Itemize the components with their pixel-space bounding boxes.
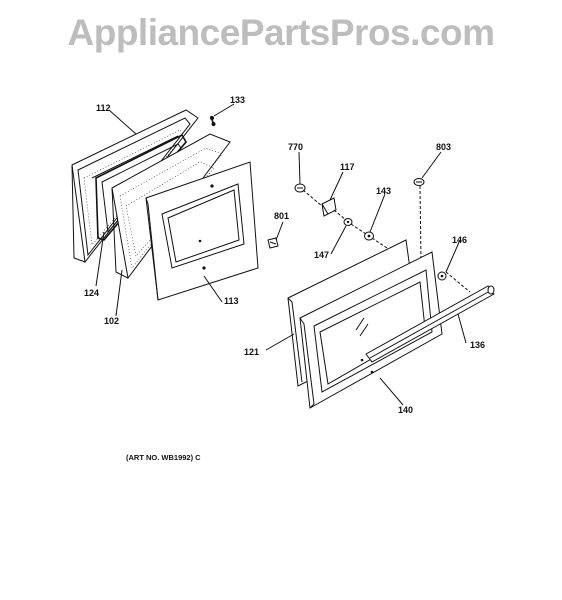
label-102: 102	[104, 316, 119, 326]
part-803-screw[interactable]	[413, 178, 425, 186]
label-113: 113	[224, 296, 239, 306]
leader-lines	[95, 103, 467, 406]
label-147: 147	[314, 250, 329, 260]
part-133-clip[interactable]	[210, 115, 216, 127]
part-113-inner-door-panel[interactable]	[145, 161, 259, 301]
part-143-washer[interactable]	[364, 231, 374, 241]
label-140: 140	[398, 405, 413, 415]
part-147-washer[interactable]	[343, 218, 353, 226]
label-124: 124	[84, 288, 99, 298]
watermark-text: AppliancePartsPros.com	[67, 12, 495, 53]
label-801: 801	[274, 211, 289, 221]
label-770: 770	[288, 142, 303, 152]
art-number-caption: (ART NO. WB1992) C	[126, 453, 201, 462]
label-136: 136	[470, 340, 485, 350]
label-117: 117	[340, 162, 355, 172]
label-803: 803	[436, 142, 451, 152]
label-121: 121	[244, 347, 259, 357]
label-146: 146	[452, 235, 467, 245]
label-143: 143	[376, 186, 391, 196]
part-146-washer[interactable]	[437, 271, 447, 281]
part-801-screw[interactable]	[267, 237, 279, 249]
part-117-bracket[interactable]	[321, 197, 337, 217]
part-136-handle-bar[interactable]	[365, 285, 495, 363]
label-112: 112	[96, 103, 111, 113]
label-133: 133	[230, 95, 245, 105]
